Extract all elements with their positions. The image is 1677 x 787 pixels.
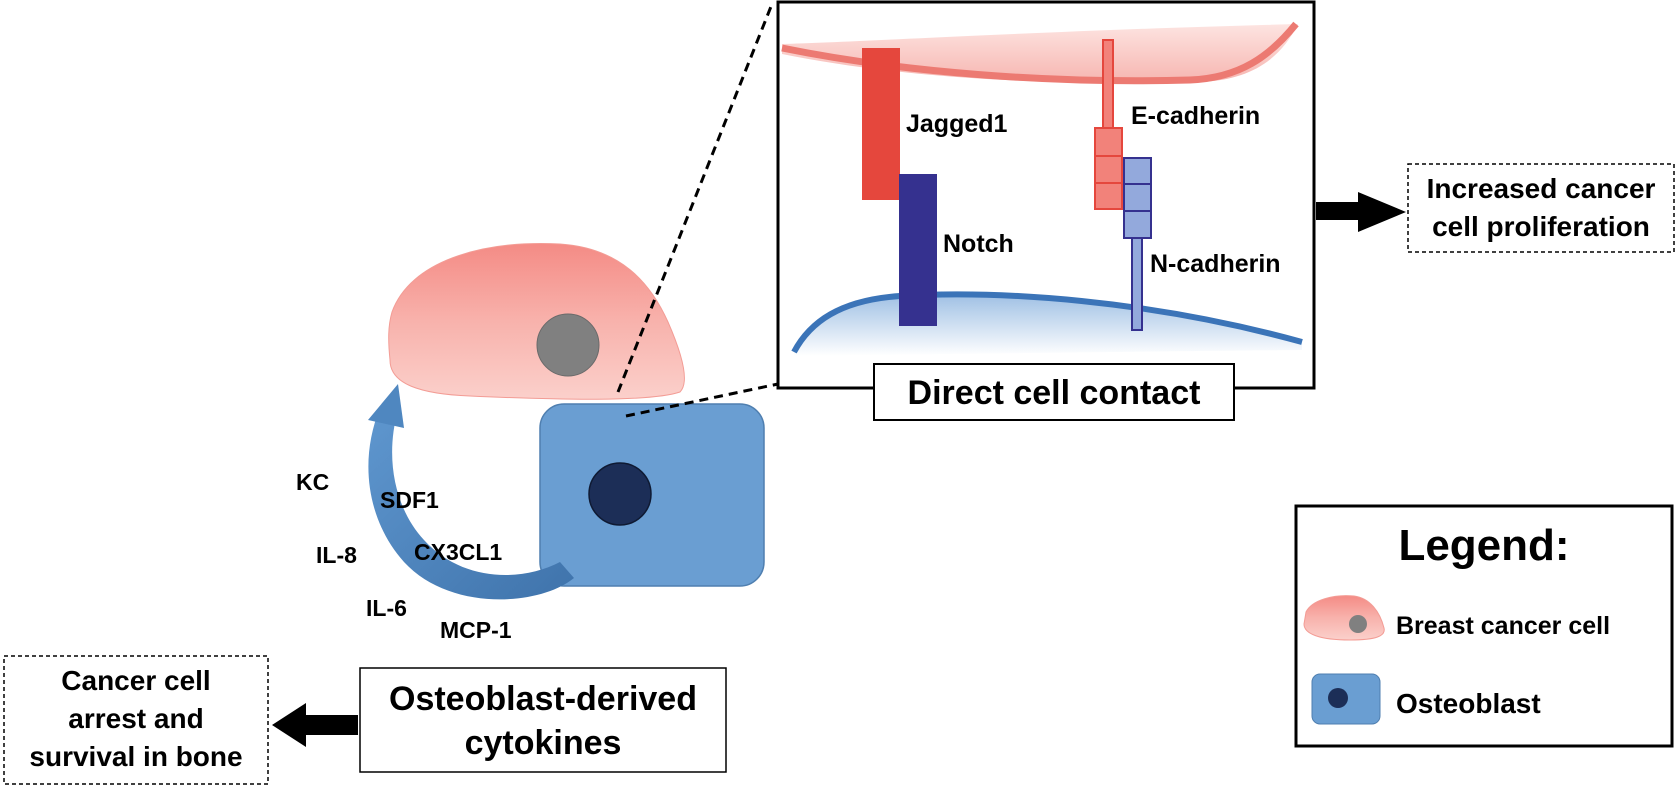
proliferation-arrow	[1316, 192, 1406, 232]
zoom-line-lower	[625, 382, 779, 418]
legend-osteoblast-label: Osteoblast	[1396, 688, 1541, 719]
legend-cancer-cell-label: Breast cancer cell	[1396, 612, 1610, 640]
cytokine-cx3cl1-label: CX3CL1	[414, 539, 502, 565]
direct-contact-caption: Direct cell contact	[873, 363, 1235, 421]
svg-text:cell proliferation: cell proliferation	[1432, 211, 1650, 242]
jagged1-bar	[862, 48, 900, 200]
jagged1-label: Jagged1	[906, 110, 1008, 138]
svg-text:Osteoblast-derived: Osteoblast-derived	[389, 680, 697, 718]
cytokine-il6-label: IL-6	[366, 595, 407, 621]
notch-bar	[899, 174, 937, 326]
osteoblast-cell	[539, 403, 765, 587]
notch-label: Notch	[943, 230, 1014, 258]
arrest-outcome-box: Cancer cell arrest and survival in bone	[3, 655, 269, 785]
e-cadherin-protein	[1094, 39, 1123, 210]
svg-text:arrest and: arrest and	[68, 703, 203, 734]
breast-cancer-cell	[388, 243, 685, 400]
legend-title: Legend:	[1398, 521, 1569, 570]
cytokine-kc-label: KC	[296, 469, 329, 495]
e-cadherin-label: E-cadherin	[1131, 102, 1260, 130]
svg-text:Increased cancer: Increased cancer	[1427, 173, 1656, 204]
cytokine-mcp1-label: MCP-1	[440, 617, 512, 643]
svg-text:Direct cell contact: Direct cell contact	[908, 374, 1201, 412]
svg-text:Cancer cell: Cancer cell	[61, 665, 210, 696]
cancer-cell-nucleus	[536, 313, 600, 377]
cytokine-sdf1-label: SDF1	[380, 487, 439, 513]
direct-contact-inset: Jagged1 Notch E-cadherin N-cadherin	[776, 0, 1316, 390]
proliferation-outcome-box: Increased cancer cell proliferation	[1407, 163, 1675, 253]
n-cadherin-protein	[1123, 157, 1152, 331]
svg-text:survival in bone: survival in bone	[29, 741, 242, 772]
cytokine-arrow	[368, 384, 574, 600]
cytokine-arrow-head	[368, 384, 404, 428]
zoom-line-upper	[616, 3, 774, 393]
svg-text:cytokines: cytokines	[465, 724, 622, 762]
arrest-arrow	[272, 703, 358, 747]
cytokines-box: Osteoblast-derived cytokines	[359, 667, 727, 773]
cytokine-il8-label: IL-8	[316, 542, 357, 568]
legend: Legend: Breast cancer cell Osteoblast	[1294, 504, 1674, 748]
n-cadherin-label: N-cadherin	[1150, 250, 1281, 278]
osteoblast-nucleus	[588, 462, 652, 526]
